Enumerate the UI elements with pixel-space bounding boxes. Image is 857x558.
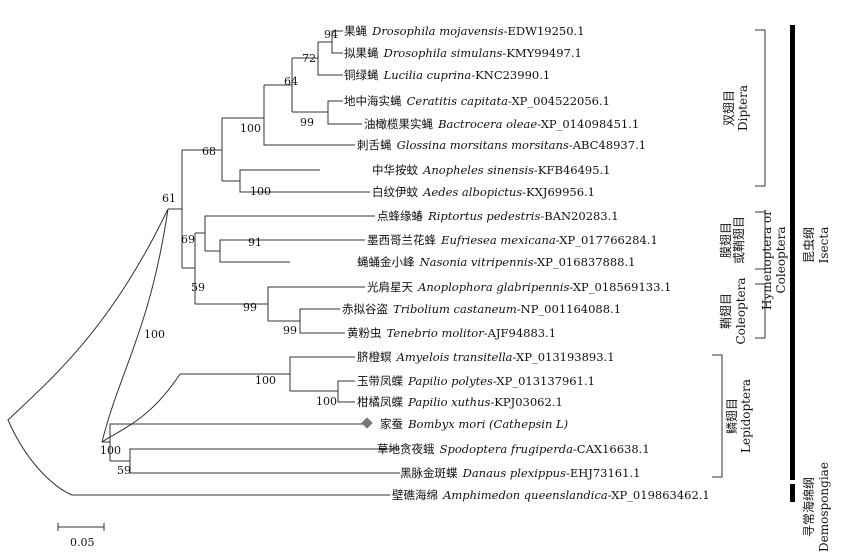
- branch-tribolium-tenebrio: [268, 308, 345, 334]
- highlight-diamond-icon: [361, 417, 373, 429]
- group-label-hymenoptera-cn: 膜翅目: [718, 222, 733, 258]
- branch-amyelois: [180, 356, 355, 391]
- leaf-label: 蝇蛹金小峰 Nasonia vitripennis-XP_016837888.1: [357, 251, 635, 270]
- branch-lucilia: [292, 42, 343, 76]
- group-label-diptera-cn: 双翅目: [721, 90, 736, 126]
- bootstrap-label: 100: [144, 328, 165, 341]
- leaf-label: 地中海实蝇 Ceratitis capitata-XP_004522056.1: [344, 90, 610, 109]
- bracket-lepidoptera: [712, 354, 723, 478]
- bootstrap-label: 99: [300, 116, 314, 129]
- leaf-label: 铜绿蝇 Lucilia cuprina-KNC23990.1: [344, 64, 550, 83]
- branch-lepi-join: [101, 373, 181, 443]
- leaf-label: 油橄榄果实蝇 Bactrocera oleae-XP_014098451.1: [364, 113, 639, 132]
- branch-hymenoptera: [205, 239, 365, 263]
- leaf-label: 黑脉金斑蝶 Danaus plexippus-EHJ73161.1: [400, 462, 640, 481]
- bootstrap-label: 61: [162, 192, 176, 205]
- branch-papilio: [290, 380, 355, 403]
- bootstrap-label: 94: [324, 28, 338, 41]
- leaf-label: 黄粉虫 Tenebrio molitor-AJF94883.1: [347, 322, 556, 341]
- group-label-diptera-en: Diptera: [736, 85, 750, 131]
- bootstrap-label: 99: [243, 301, 257, 314]
- leaf-label: 壁礁海绵 Amphimedon queenslandica-XP_0198634…: [392, 484, 710, 503]
- group-label-hymenoptera-cn2: 或鞘翅目: [731, 216, 746, 264]
- bootstrap-label: 72: [302, 52, 316, 65]
- bootstrap-label: 59: [117, 464, 131, 477]
- bootstrap-label: 100: [250, 185, 271, 198]
- scale-bar: 0.05: [57, 523, 105, 549]
- branch-coleoptera: [195, 286, 365, 321]
- leaf-label: 光肩星天 Anoplophora glabripennis-XP_0185691…: [367, 276, 671, 295]
- taxon-groups: 双翅目 Diptera 膜翅目 或鞘翅目 Hymenoptera or Cole…: [712, 25, 831, 552]
- group-label-lepidoptera-en: Lepidoptera: [739, 379, 753, 453]
- branch-diptera: [182, 118, 223, 181]
- bootstrap-label: 91: [248, 236, 262, 249]
- bootstrap-label: 100: [255, 374, 276, 387]
- leaf-label: 赤拟谷盗 Tribolium castaneum-NP_001164088.1: [342, 298, 621, 317]
- branch-tephritidae: [264, 58, 293, 112]
- branch-drosophila: [318, 30, 343, 54]
- bootstrap-label: 100: [316, 395, 337, 408]
- leaf-label: 白纹伊蚊 Aedes albopictus-KXJ69956.1: [372, 181, 595, 200]
- branch-lepidoptera: [102, 374, 180, 442]
- branch-holometabola-b: [182, 233, 196, 304]
- bootstrap-label: 59: [191, 281, 205, 294]
- branch-ceratitis-bactrocera: [292, 100, 362, 125]
- scale-bar-label: 0.05: [70, 536, 95, 549]
- bracket-coleoptera: [755, 283, 766, 339]
- group-label-hymenoptera-en: Hymenoptera or: [760, 210, 774, 310]
- leaf-label: 柑橘凤蝶 Papilio xuthus-KPJ03062.1: [357, 391, 563, 410]
- leaf-label: 点蜂缘蝽 Riptortus pedestris-BAN20283.1: [377, 205, 619, 224]
- group-label-demospongiae-en: Demospongiae: [817, 462, 831, 552]
- branch-root: [7, 208, 390, 496]
- leaf-label: 拟果蝇 Drosophila simulans-KMY99497.1: [344, 42, 582, 61]
- bracket-demospongiae-bar: [790, 484, 795, 502]
- bracket-diptera: [755, 29, 766, 187]
- branch-bombyx: [102, 423, 365, 461]
- bootstrap-label: 99: [283, 324, 297, 337]
- bracket-hymenoptera: [755, 211, 766, 270]
- bootstrap-label: 100: [100, 444, 121, 457]
- leaf-label: 刺舌蝇 Glossina morsitans morsitans-ABC4893…: [357, 134, 646, 153]
- branch-insecta: [101, 208, 169, 443]
- leaf-label: 果蝇 Drosophila mojavensis-EDW19250.1: [344, 20, 585, 39]
- bootstrap-label: 100: [240, 122, 261, 135]
- group-label-insecta-en: Isecta: [817, 227, 831, 264]
- leaf-label: 脐橙螟 Amyelois transitella-XP_013193893.1: [357, 346, 615, 365]
- leaf-label-highlight: 家蚕 Bombyx mori (Cathepsin L): [380, 413, 568, 432]
- bootstrap-label: 68: [202, 145, 216, 158]
- branch-culicidae: [222, 169, 370, 193]
- leaf-label: 墨西哥兰花蜂 Eufriesea mexicana-XP_017766284.1: [367, 229, 658, 248]
- group-label-insecta-cn: 昆虫纲: [802, 227, 816, 263]
- leaf-label: 玉带凤蝶 Papilio polytes-XP_013137961.1: [357, 370, 595, 389]
- group-label-hymenoptera-en2: Coleoptera: [774, 226, 788, 293]
- tree-branches: [7, 30, 400, 496]
- branch-spodoptera-danaus: [110, 448, 400, 474]
- branch-insect-core: [168, 150, 183, 268]
- group-label-coleoptera-en: Coleoptera: [734, 277, 748, 344]
- bootstrap-label: 64: [284, 75, 298, 88]
- branch-muscomorpha: [222, 85, 355, 146]
- group-label-coleoptera-cn: 鞘翅目: [718, 293, 733, 329]
- bootstrap-values: 94 72 64 99 100 68 100 61 91 69 59 99 99…: [100, 28, 338, 477]
- bracket-insecta-bar: [790, 25, 795, 480]
- scale-bar-line: [57, 523, 105, 531]
- leaf-label: 中华按蚊 Anopheles sinensis-KFB46495.1: [372, 159, 611, 178]
- leaf-label: 草地贪夜蛾 Spodoptera frugiperda-CAX16638.1: [377, 438, 650, 457]
- branch-riptortus: [195, 215, 375, 251]
- group-label-lepidoptera-cn: 鳞翅目: [724, 398, 739, 434]
- leaf-labels: 果蝇 Drosophila mojavensis-EDW19250.1 拟果蝇 …: [342, 20, 710, 503]
- group-label-demospongiae-cn: 寻常海绵纲: [801, 477, 816, 537]
- bootstrap-label: 69: [181, 233, 195, 246]
